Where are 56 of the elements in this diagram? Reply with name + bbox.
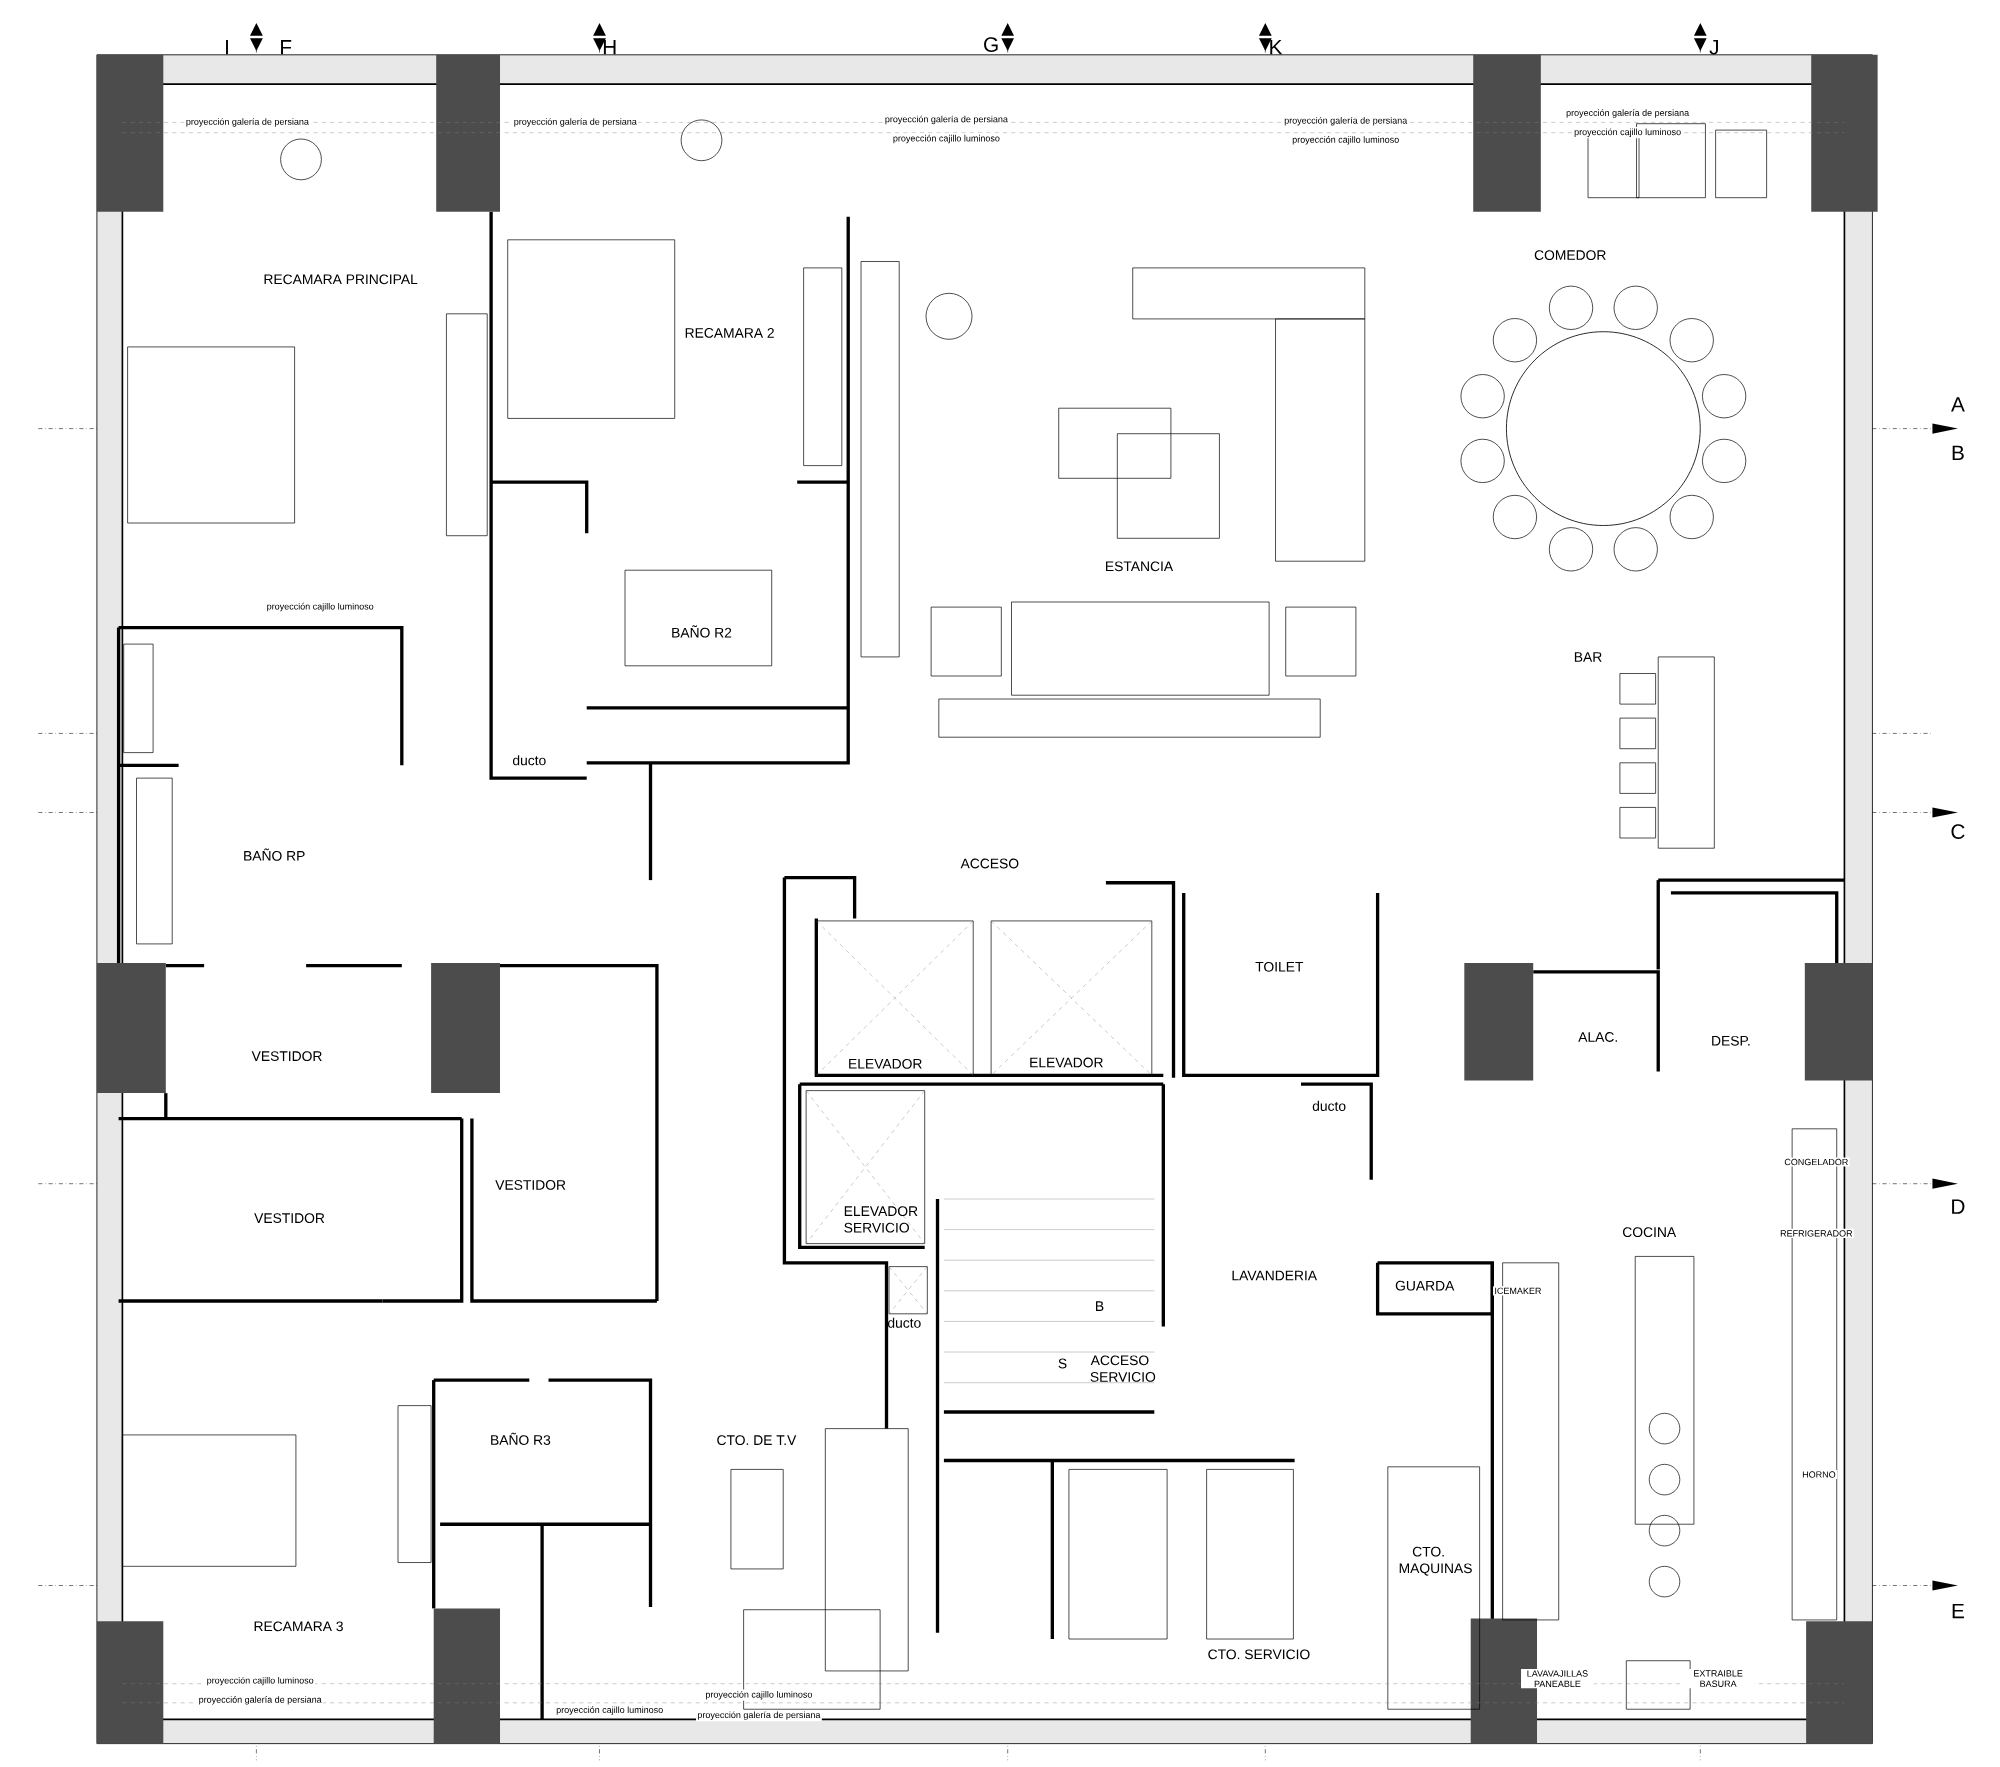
room-label: BAÑO RP	[244, 848, 305, 861]
projection-note: proyección galería de persiana	[883, 114, 1010, 126]
appliance-label: LAVAVAJILLAS PANEABLE	[1521, 1668, 1594, 1689]
room-label: VESTIDOR	[495, 1180, 566, 1190]
room-label: ducto	[1312, 1100, 1346, 1111]
projection-note: proyección cajillo luminoso	[891, 133, 1002, 145]
axis-label: G	[984, 37, 998, 52]
room-label: ducto	[887, 1317, 921, 1328]
room-label: ELEVADOR	[1030, 1057, 1103, 1068]
appliance-label: ICEMAKER	[1493, 1286, 1543, 1296]
axis-label: F	[281, 40, 292, 55]
room-label: TOILET	[1255, 961, 1304, 972]
room-label: ESTANCIA	[1106, 561, 1174, 572]
projection-note: proyección galería de persiana	[1282, 115, 1409, 127]
room-label: COMEDOR	[1534, 250, 1606, 260]
room-label: RECAMARA 2	[685, 328, 774, 338]
projection-note: proyección cajillo luminoso	[704, 1689, 814, 1701]
room-label: RECAMARA 3	[254, 1621, 343, 1632]
axis-label: A	[1951, 397, 1965, 412]
room-label: VESTIDOR	[254, 1213, 325, 1223]
room-label: RECAMARA PRINCIPAL	[264, 274, 418, 285]
axis-label: J	[1709, 39, 1718, 55]
room-label: BAR	[1574, 652, 1602, 662]
projection-note: proyección cajillo luminoso	[205, 1675, 316, 1687]
appliance-label: CONGELADOR	[1782, 1157, 1850, 1167]
room-label: CTO. MAQUINAS	[1399, 1546, 1472, 1576]
room-label: ACCESO	[960, 858, 1019, 869]
axis-label: C	[1951, 824, 1965, 839]
room-label: BAÑO R2	[672, 625, 732, 638]
axis-label: I	[226, 40, 228, 55]
room-label: CTO. SERVICIO	[1208, 1649, 1310, 1660]
room-label: DESP.	[1712, 1035, 1750, 1046]
room-label: ELEVADOR SERVICIO	[844, 1206, 918, 1233]
appliance-label: REFRIGERADOR	[1778, 1228, 1854, 1238]
projection-note: proyección galería de persiana	[197, 1694, 324, 1706]
room-label: ELEVADOR	[849, 1058, 922, 1069]
projection-note: proyección cajillo luminoso	[1290, 134, 1401, 146]
axis-label: H	[603, 40, 616, 55]
axis-label: D	[1952, 1199, 1965, 1214]
room-label: S	[1058, 1358, 1067, 1369]
axis-label: E	[1952, 1603, 1964, 1619]
appliance-label: HORNO	[1800, 1469, 1838, 1480]
room-label: ALAC.	[1578, 1032, 1617, 1042]
room-label: COCINA	[1623, 1227, 1677, 1237]
room-label: ACCESO SERVICIO	[1090, 1355, 1156, 1382]
room-label: B	[1096, 1301, 1104, 1311]
projection-note: proyección cajillo luminoso	[1572, 127, 1683, 139]
room-label: ducto	[512, 755, 546, 766]
room-label: VESTIDOR	[251, 1051, 322, 1061]
projection-note: proyección cajillo luminoso	[265, 601, 376, 613]
axis-label: B	[1952, 445, 1964, 460]
room-label: LAVANDERIA	[1232, 1270, 1317, 1281]
room-label: CTO. DE T.V	[717, 1435, 797, 1445]
room-label: GUARDA	[1395, 1280, 1455, 1291]
axis-label: K	[1270, 40, 1283, 55]
room-label: BAÑO R3	[491, 1432, 551, 1445]
